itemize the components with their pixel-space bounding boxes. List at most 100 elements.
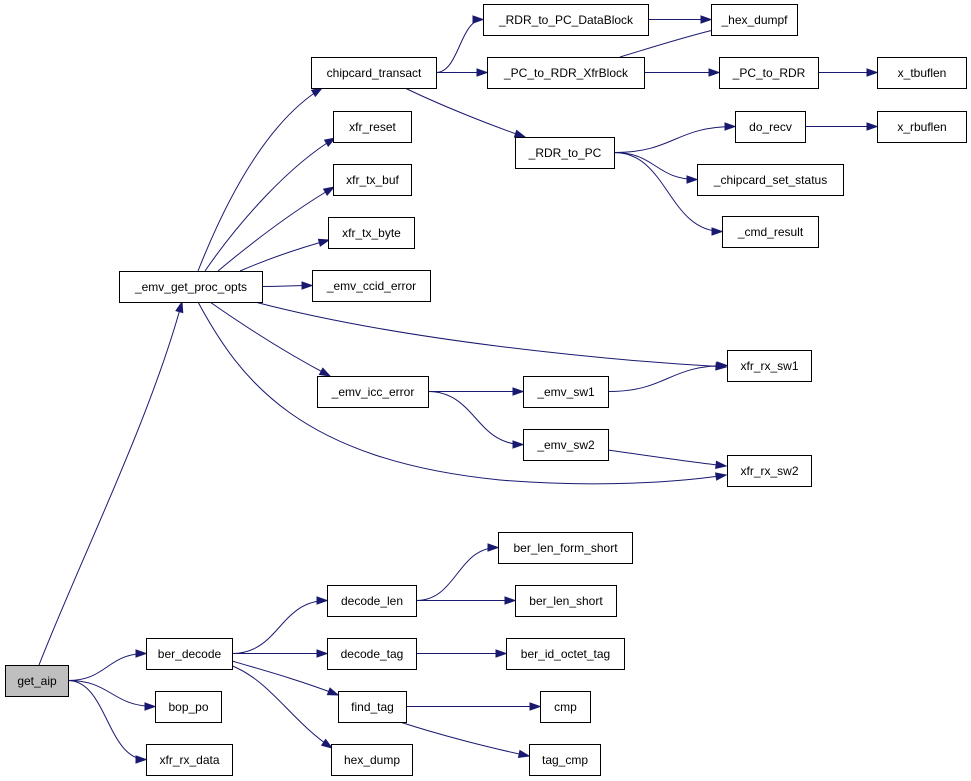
- edge-line: [427, 391, 524, 445]
- edge-line: [613, 126, 736, 153]
- node-hex-dump[interactable]: hex_dump: [331, 744, 413, 776]
- node-rdr-to-pc[interactable]: _RDR_to_PC: [515, 137, 615, 169]
- node-box[interactable]: [719, 57, 819, 89]
- node-decode-tag[interactable]: decode_tag: [327, 638, 417, 670]
- node-box[interactable]: [312, 270, 431, 302]
- node-box[interactable]: [119, 271, 263, 303]
- node-xfr-tx-buf[interactable]: xfr_tx_buf: [333, 164, 412, 196]
- node-box[interactable]: [523, 376, 609, 408]
- node-decode-len[interactable]: decode_len: [327, 585, 417, 617]
- node-box[interactable]: [155, 691, 222, 723]
- node-box[interactable]: [328, 217, 415, 249]
- node-label: xfr_rx_sw2: [740, 464, 798, 478]
- edge-emv_icc_error-to-emv_sw1: [427, 387, 525, 396]
- node-box[interactable]: [338, 691, 407, 723]
- node-box[interactable]: [727, 350, 812, 382]
- node-box[interactable]: [529, 744, 601, 776]
- node-box[interactable]: [487, 57, 645, 89]
- node-box[interactable]: [5, 665, 69, 697]
- node-find-tag[interactable]: find_tag: [338, 691, 407, 723]
- node-box[interactable]: [515, 137, 615, 169]
- node-box[interactable]: [523, 429, 609, 461]
- node-label: _hex_dumpf: [720, 13, 788, 27]
- node-pc-to-rdr[interactable]: _PC_to_RDR: [719, 57, 819, 89]
- node-label: _cmd_result: [737, 225, 804, 239]
- edge-emv_get_proc_opts-to-emv_ccid_error: [261, 281, 314, 290]
- arrowhead: [323, 137, 337, 148]
- edge-line: [239, 239, 330, 272]
- node-label: ber_decode: [158, 647, 222, 661]
- edge-decode_tag-to-ber_id_octet_tag: [416, 649, 508, 658]
- edge-emv_sw1-to-xfr_rx_sw1: [607, 361, 729, 392]
- node-chipcard-set-status[interactable]: _chipcard_set_status: [697, 164, 844, 196]
- node-xfr-rx-sw2[interactable]: xfr_rx_sw2: [727, 455, 812, 487]
- node-box[interactable]: [146, 744, 233, 776]
- node-x-tbuflen[interactable]: x_tbuflen: [877, 57, 967, 89]
- node-box[interactable]: [483, 4, 649, 36]
- arrowhead: [495, 649, 508, 658]
- node-box[interactable]: [727, 455, 812, 487]
- node-hex-dumpf[interactable]: _hex_dumpf: [711, 4, 798, 36]
- node-box[interactable]: [540, 691, 591, 723]
- node-ber-decode[interactable]: ber_decode: [146, 638, 233, 670]
- node-box[interactable]: [877, 57, 967, 89]
- edge-line: [607, 449, 727, 467]
- node-box[interactable]: [311, 57, 437, 89]
- node-get-aip[interactable]: get_aip: [5, 665, 69, 697]
- arrowhead: [320, 738, 334, 749]
- node-rdr-to-pc-datablock[interactable]: _RDR_to_PC_DataBlock: [483, 4, 649, 36]
- arrowhead: [326, 687, 340, 696]
- edge-line: [613, 152, 723, 232]
- edge-line: [204, 137, 336, 272]
- node-label: _RDR_to_PC_DataBlock: [498, 13, 634, 27]
- node-box[interactable]: [498, 532, 633, 564]
- node-ber-id-octet-tag[interactable]: ber_id_octet_tag: [506, 638, 625, 670]
- node-box[interactable]: [146, 638, 233, 670]
- node-box[interactable]: [317, 376, 429, 408]
- node-xfr-rx-sw1[interactable]: xfr_rx_sw1: [727, 350, 812, 382]
- node-emv-ccid-error[interactable]: _emv_ccid_error: [312, 270, 431, 302]
- edge-pc_to_rdr-to-x_tbuflen: [818, 68, 879, 77]
- arrowhead: [135, 649, 148, 658]
- node-box[interactable]: [333, 164, 412, 196]
- node-cmd-result[interactable]: _cmd_result: [722, 216, 819, 248]
- node-pc-to-rdr-xfrblock[interactable]: _PC_to_RDR_XfrBlock: [487, 57, 645, 89]
- edge-emv_sw2-to-xfr_rx_sw2: [607, 449, 728, 470]
- node-box[interactable]: [327, 638, 417, 670]
- node-emv-get-proc-opts[interactable]: _emv_get_proc_opts: [119, 271, 263, 303]
- node-emv-sw2[interactable]: _emv_sw2: [523, 429, 609, 461]
- node-label: decode_tag: [341, 647, 404, 661]
- arrowhead: [512, 387, 525, 396]
- node-box[interactable]: [697, 164, 844, 196]
- node-xfr-reset[interactable]: xfr_reset: [333, 111, 412, 143]
- arrowhead: [322, 186, 336, 196]
- node-do-recv[interactable]: do_recv: [735, 111, 806, 143]
- node-box[interactable]: [711, 4, 798, 36]
- node-bop-po[interactable]: bop_po: [155, 691, 222, 723]
- edge-rdr_to_pc-to-do_recv: [613, 122, 737, 153]
- node-xfr-rx-data[interactable]: xfr_rx_data: [146, 744, 233, 776]
- edge-ber_decode-to-find_tag: [231, 660, 340, 696]
- node-ber-len-short[interactable]: ber_len_short: [515, 585, 617, 617]
- node-chipcard-transact[interactable]: chipcard_transact: [311, 57, 437, 89]
- node-cmp[interactable]: cmp: [540, 691, 591, 723]
- node-x-rbuflen[interactable]: x_rbuflen: [877, 111, 967, 143]
- node-box[interactable]: [515, 585, 617, 617]
- node-xfr-tx-byte[interactable]: xfr_tx_byte: [328, 217, 415, 249]
- node-box[interactable]: [331, 744, 413, 776]
- node-emv-sw1[interactable]: _emv_sw1: [523, 376, 609, 408]
- node-ber-len-form-short[interactable]: ber_len_form_short: [498, 532, 633, 564]
- edge-line: [404, 87, 526, 138]
- node-box[interactable]: [333, 111, 412, 143]
- edge-line: [229, 664, 333, 749]
- node-box[interactable]: [735, 111, 806, 143]
- node-box[interactable]: [327, 585, 417, 617]
- arrowhead: [316, 649, 329, 658]
- node-tag-cmp[interactable]: tag_cmp: [529, 744, 601, 776]
- node-box[interactable]: [722, 216, 819, 248]
- node-emv-icc-error[interactable]: _emv_icc_error: [317, 376, 429, 408]
- node-box[interactable]: [877, 111, 967, 143]
- node-box[interactable]: [506, 638, 625, 670]
- edge-chipcard_transact-to-rdr_to_pc_datablock: [435, 15, 485, 73]
